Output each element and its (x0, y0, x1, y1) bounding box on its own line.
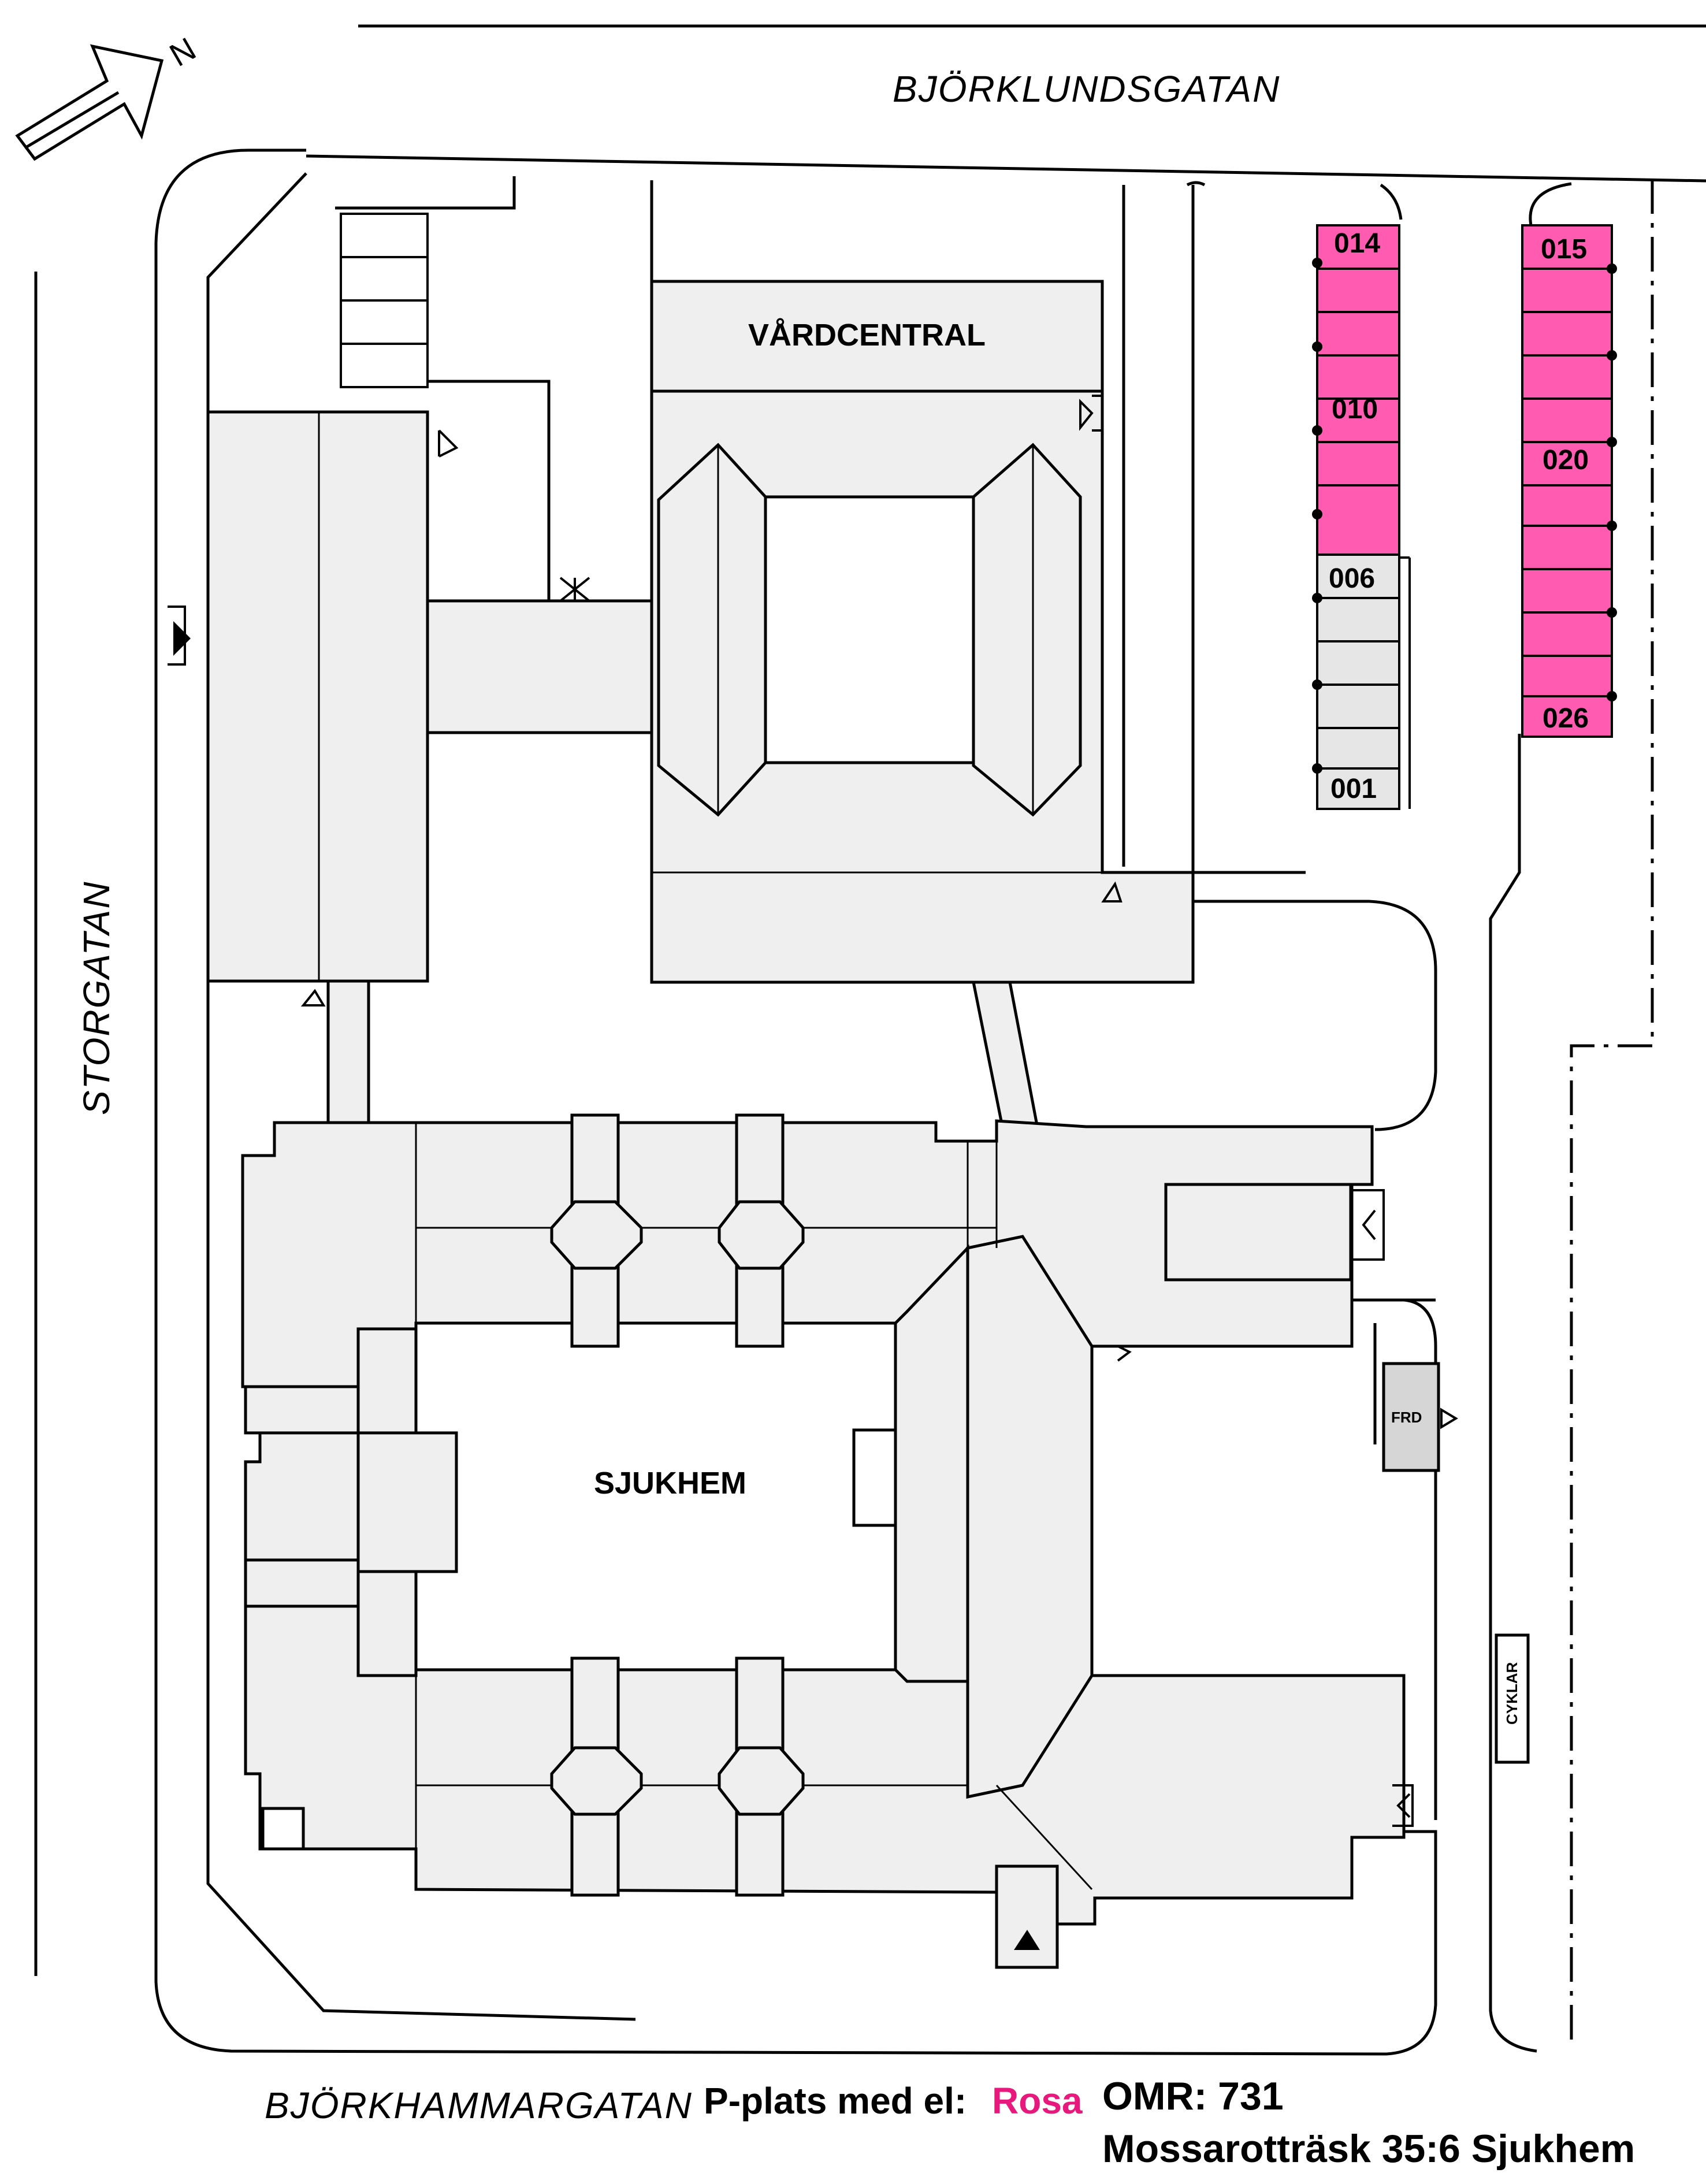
tower-sw (550, 1746, 643, 1816)
building-frd (1382, 1362, 1440, 1472)
roof-east-ridge (972, 443, 1082, 817)
roof-sjukhem-west (894, 1244, 969, 1683)
sjukhem-entrance (995, 1864, 1059, 1969)
stalls-nw (340, 213, 429, 388)
legend-property: Mossarotträsk 35:6 Sjukhem (1102, 2127, 1636, 2171)
building-label-cyklar: CYKLAR (1503, 1662, 1521, 1725)
curb-ne (1380, 183, 1403, 220)
parking-label-026: 026 (1543, 703, 1589, 734)
entrance-icon-8 (1440, 1407, 1458, 1429)
building-label-frd: FRD (1391, 1409, 1422, 1426)
building-sw-stub (261, 1807, 305, 1851)
building-west-wing (206, 410, 429, 983)
legend-highlight: Rosa (992, 2080, 1083, 2122)
sjukhem-west-link-1 (244, 1385, 360, 1435)
parking-ev-west (1316, 224, 1400, 556)
entrance-icon-9 (1392, 1784, 1414, 1827)
site-inner-boundary (206, 172, 636, 2021)
path-north-2 (1122, 185, 1195, 901)
east-road-west-edge (1489, 734, 1537, 2053)
sjukhem-east-wing-box (1164, 1183, 1352, 1282)
entrance-markers (168, 395, 1458, 1827)
tower-se (718, 1746, 805, 1816)
building-link-west (326, 979, 370, 1124)
sjukhem-inner-niche (852, 1428, 897, 1527)
entrance-icon-1 (438, 429, 459, 458)
street-label-north: BJÖRKLUNDSGATAN (893, 68, 1281, 110)
entrance-icon-6 (1352, 1189, 1385, 1261)
courtyard-vardcentral (764, 495, 975, 764)
site-outer-curb (154, 148, 1437, 2056)
parking-label-001: 001 (1330, 774, 1377, 804)
path-nw-2 (404, 380, 551, 601)
street-line-north-inner (306, 154, 1706, 183)
roof-west-ridge (657, 443, 767, 817)
legend-area: OMR: 731 (1102, 2074, 1284, 2118)
building-vardcentral-block (650, 280, 1104, 393)
tower-ne (718, 1200, 805, 1270)
parking-label-010: 010 (1332, 394, 1378, 425)
street-label-west: STORGATAN (76, 881, 117, 1115)
parking-label-014: 014 (1334, 228, 1381, 259)
tower-nw (550, 1200, 643, 1270)
curb-east-top (1529, 182, 1572, 226)
path-se (1404, 1830, 1437, 1993)
street-label-south: BJÖRKHAMMARGATAN (265, 2085, 693, 2126)
parking-ev-east (1521, 224, 1613, 738)
courtyard-sjukhem (414, 1321, 897, 1672)
roof-sjukhem-spine (966, 1235, 1094, 1799)
parking-label-006: 006 (1329, 563, 1376, 594)
entrance-icon-3 (559, 577, 590, 602)
main-entrance-south-icon (1014, 1930, 1040, 1950)
sjukhem-west-bay (356, 1431, 458, 1573)
path-north-join (1186, 181, 1206, 187)
parking-column-west (1316, 224, 1411, 810)
sjukhem-west-link-2 (244, 1558, 360, 1608)
main-entrance-west-icon (173, 621, 191, 656)
entrance-icon-2 (1079, 395, 1103, 432)
parking-label-015: 015 (1541, 234, 1588, 265)
entrance-icon-4 (300, 989, 326, 1006)
legend-prefix: P-plats med el: (704, 2080, 967, 2122)
parking-label-020: 020 (1543, 445, 1589, 476)
path-east-loop (1190, 900, 1437, 1131)
parking-column-east (1521, 224, 1613, 738)
ev-charger-dots (1312, 258, 1617, 774)
building-label-vardcentral: VÅRDCENTRAL (748, 318, 986, 352)
entrance-icon-5 (1101, 881, 1123, 902)
path-nw-1 (335, 176, 516, 210)
building-label-sjukhem: SJUKHEM (594, 1466, 747, 1500)
entrance-icon-7 (1117, 1345, 1132, 1362)
building-cyklar (1495, 1633, 1530, 1764)
building-west-connector (426, 599, 660, 734)
east-property-line-lower (1570, 1044, 1652, 2048)
north-arrow-icon (15, 44, 164, 161)
